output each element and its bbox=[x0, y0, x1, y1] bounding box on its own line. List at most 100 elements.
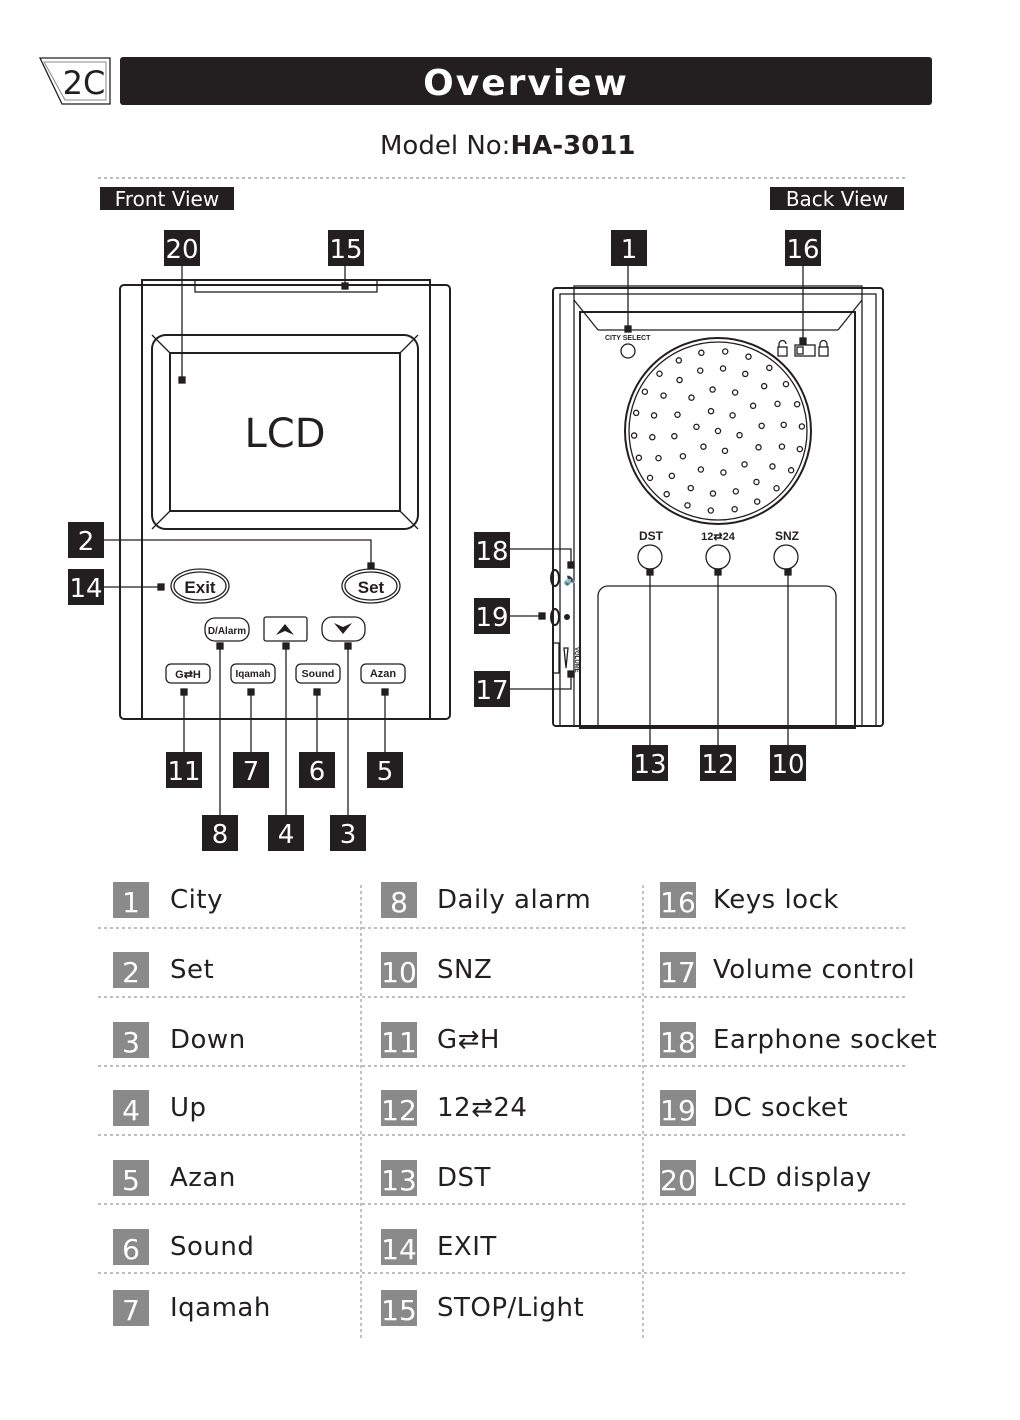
legend-number: 3 bbox=[122, 1026, 140, 1059]
speaker-hole bbox=[697, 466, 705, 473]
front-view-diagram: LCD Exit Set D/Alarm G⇄H Iqamah bbox=[104, 266, 451, 815]
callout-number: 17 bbox=[475, 676, 508, 706]
back-view-tag bbox=[770, 187, 904, 210]
speaker-hole bbox=[655, 454, 662, 462]
azan-button[interactable]: Azan bbox=[360, 663, 406, 684]
speaker-hole bbox=[671, 432, 678, 440]
speaker-hole bbox=[736, 431, 743, 439]
callout-number: 18 bbox=[475, 537, 508, 567]
speaker-hole bbox=[630, 432, 638, 439]
legend-label: Sound bbox=[170, 1232, 254, 1262]
model-line: Model No:HA-3011 bbox=[380, 131, 636, 161]
callout-number: 19 bbox=[475, 603, 508, 633]
dst-button[interactable] bbox=[637, 544, 663, 570]
page-code-tab: 2C bbox=[38, 57, 111, 105]
speaker-hole bbox=[650, 412, 658, 419]
speaker-hole bbox=[632, 409, 640, 417]
legend-badge bbox=[660, 1022, 696, 1058]
speaker-hole bbox=[668, 472, 676, 480]
speaker-hole bbox=[649, 433, 656, 441]
callout-number: 6 bbox=[309, 757, 326, 787]
lock-icon bbox=[818, 346, 829, 357]
up-arrow-icon bbox=[276, 624, 294, 635]
speaker-hole bbox=[684, 502, 691, 509]
up-button[interactable] bbox=[263, 616, 308, 642]
legend-badge bbox=[381, 1290, 417, 1326]
speaker-hole bbox=[698, 349, 705, 357]
legend-label: 12⇄24 bbox=[437, 1093, 527, 1123]
sound-button[interactable]: Sound bbox=[295, 663, 341, 684]
dc-socket[interactable] bbox=[550, 608, 560, 626]
set-button[interactable]: Set bbox=[341, 568, 401, 604]
title-bar bbox=[120, 57, 932, 105]
speaker-hole bbox=[758, 422, 765, 430]
12-24-button[interactable] bbox=[705, 544, 731, 570]
callout-6: 6 bbox=[299, 752, 335, 788]
speaker-hole bbox=[732, 488, 740, 495]
legend-label: STOP/Light bbox=[437, 1293, 584, 1323]
callout-3: 3 bbox=[330, 815, 366, 851]
speaker-hole bbox=[769, 463, 776, 470]
callout-number: 5 bbox=[377, 757, 394, 787]
speaker-hole bbox=[741, 461, 748, 468]
callout-number: 12 bbox=[701, 750, 734, 780]
speaker-icon: 🔈 bbox=[564, 572, 579, 586]
legend-label: Iqamah bbox=[170, 1293, 271, 1323]
callout-1: 1 bbox=[611, 230, 647, 266]
earphone-socket[interactable] bbox=[550, 569, 560, 587]
volume-wedge-icon bbox=[563, 647, 569, 669]
speaker-hole bbox=[766, 364, 773, 372]
legend-label: Earphone socket bbox=[713, 1025, 937, 1055]
callout-8: 8 bbox=[202, 815, 238, 851]
legend-number: 2 bbox=[122, 956, 140, 989]
g-h-button[interactable]: G⇄H bbox=[165, 663, 211, 684]
back-view-diagram: CITY SELECT DST 12⇄24 SNZ 🔈 VOLUME bbox=[510, 266, 884, 745]
snz-button[interactable] bbox=[773, 544, 799, 570]
legend-label: DC socket bbox=[713, 1093, 848, 1123]
speaker-hole bbox=[760, 382, 768, 390]
callout-19: 19 bbox=[474, 598, 510, 634]
legend-label: EXIT bbox=[437, 1232, 497, 1262]
city-select-button[interactable] bbox=[620, 343, 636, 359]
callout-number: 13 bbox=[633, 750, 666, 780]
back-view-label: Back View bbox=[786, 187, 888, 211]
legend-label: Down bbox=[170, 1025, 246, 1055]
speaker-holes bbox=[630, 348, 806, 514]
dc-polarity-icon bbox=[564, 614, 570, 620]
speaker-hole bbox=[687, 484, 695, 492]
speaker-hole bbox=[674, 411, 681, 418]
callout-16: 16 bbox=[785, 230, 821, 266]
speaker-hole bbox=[720, 469, 727, 476]
legend-number: 12 bbox=[381, 1094, 417, 1127]
d-alarm-button[interactable]: D/Alarm bbox=[204, 617, 250, 642]
speaker-hole bbox=[753, 478, 760, 486]
down-button[interactable] bbox=[321, 616, 366, 642]
exit-button[interactable]: Exit bbox=[170, 568, 230, 604]
callout-number: 8 bbox=[212, 820, 229, 850]
speaker-hole bbox=[787, 467, 795, 474]
legend-number: 11 bbox=[381, 1026, 417, 1059]
keys-lock-switch[interactable] bbox=[777, 339, 829, 357]
iqamah-button[interactable]: Iqamah bbox=[230, 663, 276, 684]
legend-number: 18 bbox=[660, 1026, 696, 1059]
callout-10: 10 bbox=[770, 745, 806, 781]
back-leader-lines bbox=[510, 266, 807, 745]
volume-wheel[interactable] bbox=[552, 642, 560, 674]
speaker-hole bbox=[719, 365, 727, 372]
legend-badge bbox=[381, 952, 417, 988]
volume-label: VOLUME bbox=[573, 647, 579, 673]
legend-badge bbox=[113, 882, 149, 918]
speaker-hole bbox=[741, 370, 749, 378]
speaker-hole bbox=[753, 498, 761, 505]
lcd-label: LCD bbox=[244, 411, 325, 457]
legend-label: Volume control bbox=[713, 955, 915, 985]
legend-badge bbox=[113, 952, 149, 988]
front-view-tag bbox=[100, 187, 234, 210]
